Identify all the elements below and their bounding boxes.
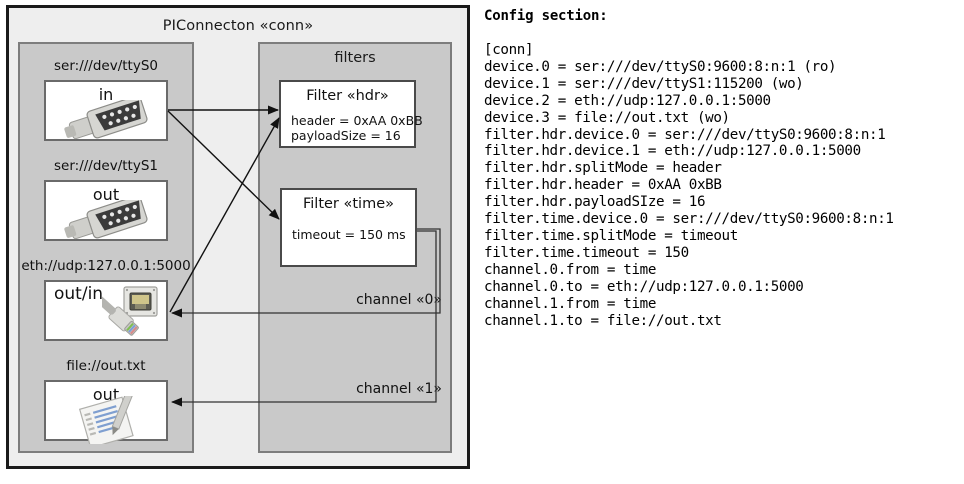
- ethernet-plug-icon: [102, 286, 158, 336]
- filter-box-time[interactable]: Filter «time» timeout = 150 ms: [280, 188, 417, 267]
- device-box-ttyS1[interactable]: out: [44, 180, 168, 241]
- config-text: [conn] device.0 = ser:///dev/ttyS0:9600:…: [484, 42, 894, 329]
- device-label-file: file://out.txt: [66, 358, 146, 374]
- device-label-eth: eth://udp:127.0.0.1:5000: [21, 258, 191, 274]
- filter-attr-header: header = 0xAA 0xBB: [291, 113, 423, 128]
- text-file-icon: [78, 396, 134, 444]
- device-box-file[interactable]: out: [44, 380, 168, 444]
- filter-box-hdr[interactable]: Filter «hdr» header = 0xAA 0xBB payloadS…: [279, 80, 423, 148]
- channel-label-0: channel «0»: [356, 292, 442, 308]
- page-title: PIConnecton «conn»: [162, 18, 314, 34]
- serial-port-icon: [64, 200, 148, 240]
- filter-attr-timeout: timeout = 150 ms: [292, 227, 406, 242]
- device-direction-out-in: out/in: [54, 284, 104, 304]
- config-section: Config section: [conn] device.0 = ser://…: [484, 0, 964, 484]
- filter-title-hdr: Filter «hdr»: [306, 88, 389, 104]
- device-direction-out-file: out: [92, 385, 120, 404]
- config-heading: Config section:: [484, 8, 608, 24]
- architecture-diagram: PIConnecton «conn» ser:///dev/ttyS0 in: [0, 0, 478, 484]
- filter-title-time: Filter «time»: [302, 196, 395, 212]
- channel-label-1: channel «1»: [356, 381, 442, 397]
- device-direction-out: out: [92, 185, 120, 204]
- serial-port-icon: [64, 100, 148, 140]
- device-box-eth[interactable]: out/in: [44, 280, 168, 341]
- filters-panel-title: filters: [334, 50, 376, 66]
- device-box-ttyS0[interactable]: in: [44, 80, 168, 141]
- device-label-ttyS0: ser:///dev/ttyS0: [54, 58, 158, 74]
- filter-attr-payloadsize: payloadSize = 16: [291, 128, 401, 143]
- device-label-ttyS1: ser:///dev/ttyS1: [54, 158, 158, 174]
- device-direction-in: in: [98, 85, 114, 104]
